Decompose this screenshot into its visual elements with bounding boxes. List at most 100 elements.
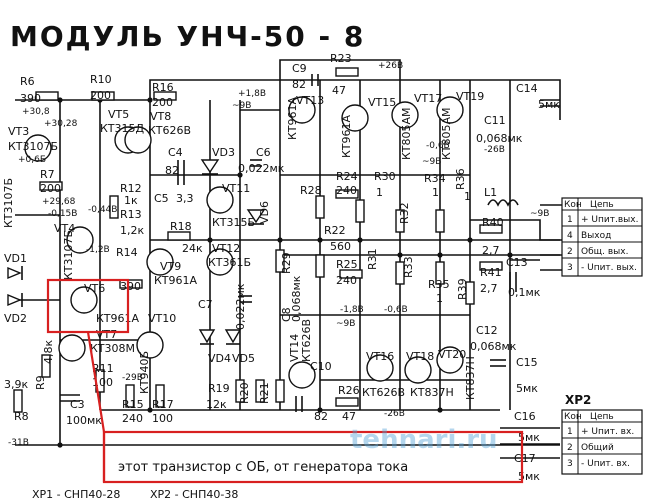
label-vt7: VT7 bbox=[96, 328, 117, 341]
label-r34: R34 bbox=[424, 172, 446, 185]
label-vt19: VT19 bbox=[456, 90, 484, 103]
label-r20: R20 bbox=[238, 382, 251, 404]
voltage-4: +29,68 bbox=[42, 197, 76, 207]
table2-row1-pin: 1 bbox=[567, 427, 573, 437]
label-c10: C10 bbox=[310, 360, 332, 373]
label-c8: C8 bbox=[280, 307, 293, 322]
label-r34-value: 1 bbox=[432, 186, 439, 199]
label-c5: C5 bbox=[154, 192, 169, 205]
table1-row2-pin: 4 bbox=[567, 231, 573, 241]
label-vt13-type: КТ961А bbox=[286, 96, 299, 140]
label-c5-value: 3,3 bbox=[176, 192, 194, 205]
label-vd4: VD4 bbox=[208, 352, 231, 365]
label-r13-value: 1,2к bbox=[120, 224, 144, 237]
label-c6-value: 0,022мк bbox=[238, 162, 285, 175]
label-c13-value: 0,1мк bbox=[508, 286, 541, 299]
highlight-box-note bbox=[102, 430, 524, 484]
label-vt8: VT8 bbox=[150, 110, 171, 123]
table1-row2-circuit: Выход bbox=[581, 231, 611, 241]
label-vt12-type: КТ361Б bbox=[208, 256, 251, 269]
label-c14: C14 bbox=[516, 82, 538, 95]
label-r14-value: 390 bbox=[120, 280, 141, 293]
label-r26: R26 bbox=[338, 384, 360, 397]
label-c17: C17 bbox=[514, 452, 536, 465]
label-r14: R14 bbox=[116, 246, 138, 259]
label-l1: L1 bbox=[484, 186, 497, 199]
label-r11: R11 bbox=[92, 362, 114, 375]
label-c12-value: 0,068мк bbox=[470, 340, 517, 353]
label-r15-value: 240 bbox=[122, 412, 143, 425]
label-r30-value: 1 bbox=[376, 186, 383, 199]
label-vt11-type: КТ315Б bbox=[212, 216, 255, 229]
label-vt14: VT14 bbox=[288, 334, 301, 362]
label-c13: C13 bbox=[506, 256, 528, 269]
label-r25: R25 bbox=[336, 258, 358, 271]
table1-row3-circuit: Общ. вых. bbox=[581, 247, 628, 257]
label-c14-value: 5мк bbox=[538, 98, 560, 111]
xp2-label: XP2 bbox=[565, 393, 591, 407]
label-c3-value: 100мк bbox=[66, 414, 102, 427]
voltage-10: -26В bbox=[484, 145, 505, 155]
label-vt13: VT13 bbox=[296, 94, 324, 107]
label-r12: R12 bbox=[120, 182, 142, 195]
label-vt18: VT18 bbox=[406, 350, 434, 363]
label-vt16-type: КТ626В bbox=[362, 386, 405, 399]
label-vt4: VT4 bbox=[54, 222, 75, 235]
label-vt6-type: КТ961А bbox=[96, 312, 140, 325]
table1-row3-pin: 2 bbox=[567, 247, 573, 257]
label-c9: C9 bbox=[292, 62, 307, 75]
table1-row1-pin: 1 bbox=[567, 215, 573, 225]
label-c17-value: 5мк bbox=[518, 470, 540, 483]
label-r39: R39 bbox=[456, 278, 469, 300]
label-r15: R15 bbox=[122, 398, 144, 411]
voltage-8: +1,8В bbox=[238, 89, 266, 99]
label-vt14-type: КТ626В bbox=[300, 319, 313, 362]
label-r24: R24 bbox=[336, 170, 358, 183]
label-c15: C15 bbox=[516, 356, 538, 369]
label-r9-value: 4,8к bbox=[42, 340, 55, 364]
label-r36: R36 bbox=[454, 168, 467, 190]
label-vt9-type: КТ961А bbox=[154, 274, 198, 287]
wiring bbox=[15, 59, 562, 459]
table1-row1-circuit: + Uпит.вых. bbox=[581, 215, 638, 225]
label-c15-value: 5мк bbox=[516, 382, 538, 395]
schematic-title: МОДУЛЬ УНЧ-50 - 8 bbox=[10, 20, 365, 53]
label-c11: C11 bbox=[484, 114, 506, 127]
label-c4-value: 82 bbox=[165, 164, 179, 177]
label-r22-value: 560 bbox=[330, 240, 351, 253]
label-r18: R18 bbox=[170, 220, 192, 233]
label-r24-value: 240 bbox=[336, 184, 357, 197]
label-r35: R35 bbox=[428, 278, 450, 291]
label-vd1: VD1 bbox=[4, 252, 27, 265]
voltage-7: -1,2В bbox=[86, 245, 110, 255]
connector-table-input: Кон Цепь 1 + Uпит. вх. 2 Общий 3 - Uпит.… bbox=[561, 409, 643, 475]
label-r7: R7 bbox=[40, 168, 55, 181]
label-r41-value: 2,7 bbox=[480, 282, 498, 295]
label-vt20-type: КТ837Н bbox=[464, 356, 477, 400]
label-c16-value: 5мк bbox=[518, 431, 540, 444]
label-c9-value: 82 bbox=[292, 78, 306, 91]
voltage-13: ~9В bbox=[422, 157, 441, 167]
label-r41: R41 bbox=[480, 266, 502, 279]
label-r32: R32 bbox=[398, 202, 411, 224]
label-vt8-type: КТ626В bbox=[148, 124, 191, 137]
label-r19-value: 12к bbox=[206, 398, 227, 411]
label-r30: R30 bbox=[374, 170, 396, 183]
label-vt17: VT17 bbox=[414, 92, 442, 105]
label-vt6: VT6 bbox=[84, 282, 105, 295]
table1-row4-circuit: - Uпит. вых. bbox=[581, 263, 637, 273]
voltage-14: -31В bbox=[8, 438, 29, 448]
label-c10-value: 82 bbox=[314, 410, 328, 423]
label-r31: R31 bbox=[366, 248, 379, 270]
label-r17: R17 bbox=[152, 398, 174, 411]
voltage-labels: +30,8 +30,28 +0,6Б +29,68 -0,15В -0,44В … bbox=[8, 61, 549, 448]
watermark: tehnari.ru bbox=[350, 425, 498, 455]
label-r12-value: 1к bbox=[124, 194, 138, 207]
label-c4: C4 bbox=[168, 146, 183, 159]
voltage-9: ~9В bbox=[232, 101, 251, 111]
component-labels: R6 390 R10 200 R16 200 VT3 КТ3107Б VT5 К… bbox=[2, 52, 560, 483]
label-r9: R9 bbox=[34, 375, 47, 390]
label-vt12: VT12 bbox=[212, 242, 240, 255]
voltage-5: -0,15В bbox=[48, 209, 77, 219]
